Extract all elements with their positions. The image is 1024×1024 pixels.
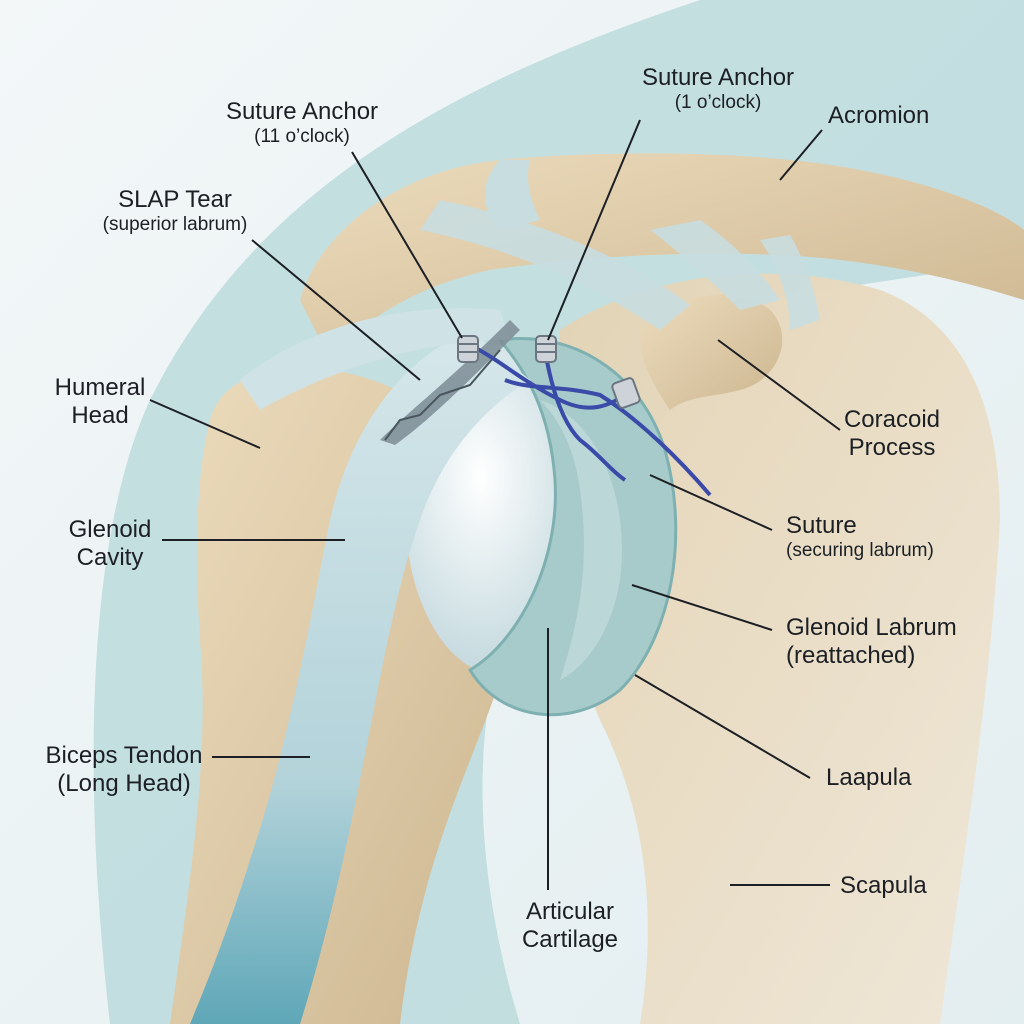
ligament-band bbox=[485, 160, 540, 230]
glenoid-labrum-line1: Glenoid Labrum bbox=[786, 614, 957, 641]
leader-glenoid-labrum bbox=[631, 584, 773, 631]
suture-note: (securing labrum) bbox=[786, 539, 934, 561]
label-suture-anchor-1: Suture Anchor (1 o’clock) bbox=[628, 64, 808, 113]
coracoclavicular-ligament bbox=[650, 220, 780, 310]
suture-strand bbox=[469, 343, 712, 497]
label-humeral-head: Humeral Head bbox=[40, 374, 160, 429]
suture-anchor-1-note: (1 o’clock) bbox=[674, 91, 762, 113]
laapula-title: Laapula bbox=[826, 764, 912, 791]
leader-slap-tear bbox=[251, 239, 421, 381]
coracoacromial-ligament bbox=[420, 200, 690, 330]
coracoid-process-bone bbox=[640, 294, 783, 410]
suture-anchor-1-title: Suture Anchor bbox=[641, 64, 795, 91]
suture-anchor-11-icon bbox=[457, 335, 479, 363]
coracoid-process-line2: Process bbox=[848, 433, 936, 461]
label-scapula: Scapula bbox=[840, 872, 927, 900]
leader-laapula bbox=[634, 674, 811, 779]
glenoid-cavity-inner bbox=[540, 400, 622, 680]
articular-cartilage-line1: Articular bbox=[525, 898, 615, 925]
scapula-title: Scapula bbox=[840, 872, 927, 899]
label-biceps-tendon: Biceps Tendon (Long Head) bbox=[36, 742, 212, 797]
label-coracoid-process: Coracoid Process bbox=[832, 406, 952, 461]
glenoid-labrum-line2: (reattached) bbox=[786, 641, 916, 669]
leader-suture bbox=[649, 474, 773, 531]
biceps-tendon-line2: (Long Head) bbox=[57, 769, 191, 797]
suture-anchor-11-title: Suture Anchor bbox=[225, 98, 379, 125]
slap-tear-note: (superior labrum) bbox=[102, 213, 248, 235]
leader-suture-anchor-1 bbox=[547, 119, 641, 341]
label-suture-anchor-11: Suture Anchor (11 o’clock) bbox=[212, 98, 392, 147]
label-articular-cartilage: Articular Cartilage bbox=[500, 898, 640, 953]
humeral-head-line2: Head bbox=[71, 401, 129, 429]
leader-acromion bbox=[779, 129, 823, 181]
articular-cartilage-line2: Cartilage bbox=[521, 925, 619, 953]
label-slap-tear: SLAP Tear (superior labrum) bbox=[80, 186, 270, 235]
suture-anchor-3-icon bbox=[611, 377, 641, 409]
suture-anchor-1-icon bbox=[535, 335, 557, 363]
label-acromion: Acromion bbox=[828, 102, 929, 130]
acromion-bone bbox=[300, 153, 1024, 360]
leader-humeral-head bbox=[149, 399, 261, 449]
label-glenoid-labrum: Glenoid Labrum (reattached) bbox=[786, 614, 957, 669]
biceps-tendon-line1: Biceps Tendon bbox=[45, 742, 203, 769]
label-laapula: Laapula bbox=[826, 764, 911, 792]
acromion-title: Acromion bbox=[828, 102, 930, 129]
leader-suture-anchor-11 bbox=[351, 151, 463, 339]
slap-tear-title: SLAP Tear bbox=[118, 186, 232, 213]
coracoclavicular-ligament-2 bbox=[760, 235, 820, 330]
scapula-bone bbox=[560, 273, 1000, 1024]
glenoid-cavity-line1: Glenoid bbox=[68, 516, 152, 543]
label-glenoid-cavity: Glenoid Cavity bbox=[50, 516, 170, 571]
glenoid-cavity-line2: Cavity bbox=[76, 543, 144, 571]
label-suture: Suture (securing labrum) bbox=[786, 512, 934, 561]
biceps-tendon-shape bbox=[190, 330, 530, 1024]
rotator-cuff-band bbox=[240, 308, 510, 410]
leader-coracoid-process bbox=[717, 339, 841, 431]
suture-title: Suture bbox=[786, 512, 857, 539]
suture-anchor-11-note: (11 o’clock) bbox=[254, 125, 350, 147]
humeral-head-line1: Humeral bbox=[54, 374, 146, 401]
glenoid-labrum-shape bbox=[467, 337, 678, 717]
slap-tear-edge bbox=[384, 349, 501, 441]
coracoid-process-line1: Coracoid bbox=[843, 406, 941, 433]
